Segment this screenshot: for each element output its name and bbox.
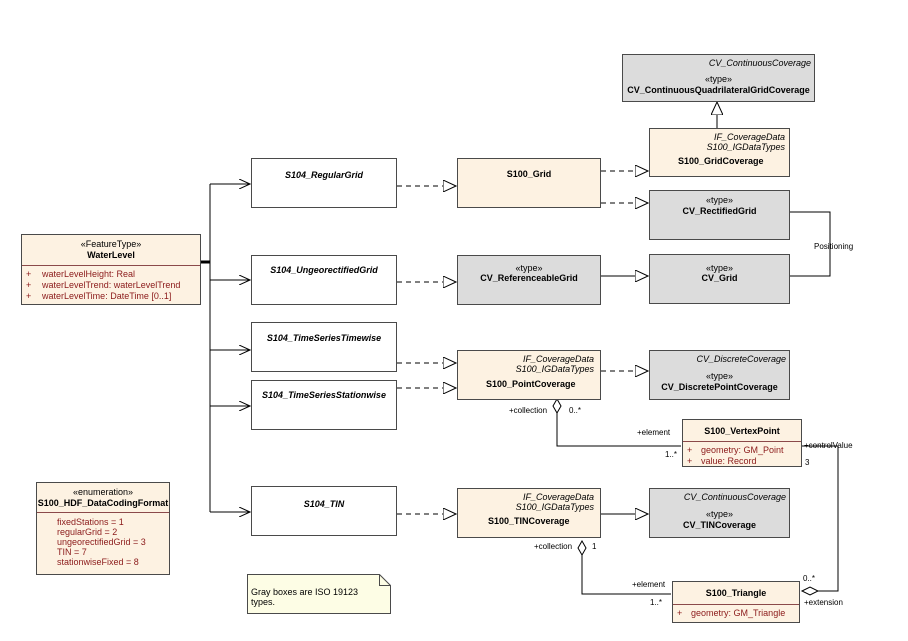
- s104-regular-grid[interactable]: S104_RegularGrid: [251, 158, 397, 208]
- enum-class[interactable]: «enumeration» S100_HDF_DataCodingFormat …: [36, 482, 170, 575]
- s100-point-coverage[interactable]: IF_CoverageData S100_IGDataTypes S100_Po…: [457, 350, 601, 400]
- grid-coverage-package: S100_IGDataTypes: [706, 142, 785, 152]
- s104-time-series-timewise[interactable]: S104_TimeSeriesTimewise: [251, 322, 397, 372]
- enum-value: TIN = 7: [57, 547, 87, 557]
- waterlevel-attr-height: waterLevelHeight: Real: [42, 269, 136, 279]
- waterlevel-class[interactable]: «FeatureType» WaterLevel + waterLevelHei…: [21, 234, 201, 305]
- s100-grid[interactable]: S100_Grid: [457, 158, 601, 208]
- vertex-attr-value: value: Record: [701, 456, 757, 466]
- point-coverage-name: S100_PointCoverage: [486, 379, 576, 389]
- point-coverage-parent: IF_CoverageData: [522, 354, 594, 364]
- enum-value: regularGrid = 2: [57, 527, 118, 537]
- cv-referenceable-grid[interactable]: «type» CV_ReferenceableGrid: [457, 255, 601, 305]
- waterlevel-plus-1: +: [26, 269, 32, 279]
- s100-triangle[interactable]: S100_Triangle + geometry: GM_Triangle: [672, 581, 800, 623]
- tin-coverage-package: S100_IGDataTypes: [515, 502, 594, 512]
- grid-coverage-name: S100_GridCoverage: [678, 156, 764, 166]
- s100-grid-name: S100_Grid: [506, 169, 552, 179]
- triangle-plus: +: [677, 608, 683, 618]
- vertex-name: S100_VertexPoint: [704, 426, 780, 436]
- s100-tin-coverage[interactable]: IF_CoverageData S100_IGDataTypes S100_TI…: [457, 488, 601, 538]
- note: Gray boxes are ISO 19123 types.: [247, 574, 391, 614]
- waterlevel-name: WaterLevel: [87, 250, 135, 260]
- cv-discrete-parent: CV_DiscreteCoverage: [696, 354, 786, 364]
- cv-discrete-name: CV_DiscretePointCoverage: [661, 382, 778, 392]
- cv-referenceable-grid-name: CV_ReferenceableGrid: [480, 273, 578, 283]
- grid-coverage-parent: IF_CoverageData: [713, 132, 785, 142]
- cv-discrete-point-coverage[interactable]: CV_DiscreteCoverage «type» CV_DiscretePo…: [649, 350, 790, 400]
- s104-ungeorectified-grid[interactable]: S104_UngeorectifiedGrid: [251, 255, 397, 305]
- cv-tin-parent: CV_ContinuousCoverage: [683, 492, 786, 502]
- triangle-attr-geometry: geometry: GM_Triangle: [691, 608, 786, 618]
- cv-rectified-grid-name: CV_RectifiedGrid: [682, 206, 757, 216]
- cv-tin-name: CV_TINCoverage: [682, 520, 757, 530]
- multiplicity-label: 1..*: [665, 450, 678, 459]
- vertex-attr-geometry: geometry: GM_Point: [701, 445, 784, 455]
- s104-time-series-stationwise[interactable]: S104_TimeSeriesStationwise: [251, 380, 397, 430]
- collection-label-2: +collection: [534, 542, 573, 551]
- note-shape: [247, 574, 391, 614]
- waterlevel-plus-2: +: [26, 280, 32, 290]
- enum-value: stationwiseFixed = 8: [57, 557, 139, 567]
- s104-tin-name: S104_TIN: [303, 499, 345, 509]
- vertex-plus-2: +: [687, 456, 693, 466]
- triangle-name: S100_Triangle: [705, 588, 767, 598]
- waterlevel-attr-trend: waterLevelTrend: waterLevelTrend: [42, 280, 181, 290]
- cv-quad-name: CV_ContinuousQuadrilateralGridCoverage: [627, 85, 810, 95]
- extension-label: +extension: [804, 598, 843, 607]
- collection-label-1: +collection: [509, 406, 548, 415]
- positioning-label: Positioning: [814, 242, 854, 251]
- tin-coverage-name: S100_TINCoverage: [488, 516, 570, 526]
- note-text: Gray boxes are ISO 19123 types.: [251, 587, 359, 607]
- s104-time-series-stationwise-name: S104_TimeSeriesStationwise: [262, 390, 386, 400]
- enum-name: S100_HDF_DataCodingFormat: [37, 498, 169, 508]
- enum-value: ungeorectifiedGrid = 3: [57, 537, 146, 547]
- vertex-plus-1: +: [687, 445, 693, 455]
- cv-tin-stereotype: «type»: [705, 509, 734, 519]
- s104-regular-grid-name: S104_RegularGrid: [284, 170, 364, 180]
- cv-grid[interactable]: «type» CV_Grid: [649, 254, 790, 304]
- cv-continuous-quadrilateral-grid-coverage[interactable]: CV_ContinuousCoverage «type» CV_Continuo…: [622, 54, 815, 102]
- cv-discrete-stereotype: «type»: [705, 371, 734, 381]
- s104-ungeorectified-grid-name: S104_UngeorectifiedGrid: [270, 265, 378, 275]
- s104-time-series-timewise-name: S104_TimeSeriesTimewise: [266, 333, 382, 343]
- multiplicity-label: 3: [805, 458, 810, 467]
- tin-coverage-parent: IF_CoverageData: [522, 492, 594, 502]
- cv-grid-name: CV_Grid: [701, 273, 738, 283]
- cv-grid-stereotype: «type»: [705, 263, 734, 273]
- cv-quad-parent: CV_ContinuousCoverage: [708, 58, 811, 68]
- multiplicity-label: 0..*: [569, 406, 582, 415]
- waterlevel-stereotype: «FeatureType»: [80, 239, 142, 249]
- waterlevel-plus-3: +: [26, 291, 32, 301]
- multiplicity-label: 0..*: [803, 574, 816, 583]
- s104-tin[interactable]: S104_TIN: [251, 486, 397, 536]
- control-value-label: +controlValue: [804, 441, 853, 450]
- waterlevel-attr-time: waterLevelTime: DateTime [0..1]: [42, 291, 172, 301]
- enum-value: fixedStations = 1: [57, 517, 124, 527]
- element-label-1: +element: [637, 428, 671, 437]
- enum-stereotype: «enumeration»: [72, 487, 134, 497]
- cv-quad-stereotype: «type»: [704, 74, 733, 84]
- s100-grid-coverage[interactable]: IF_CoverageData S100_IGDataTypes S100_Gr…: [649, 128, 790, 177]
- multiplicity-label: 1: [592, 542, 597, 551]
- cv-tin-coverage[interactable]: CV_ContinuousCoverage «type» CV_TINCover…: [649, 488, 790, 538]
- cv-referenceable-grid-stereotype: «type»: [515, 263, 543, 273]
- multiplicity-label: 1..*: [650, 598, 663, 607]
- point-coverage-package: S100_IGDataTypes: [515, 364, 594, 374]
- cv-rectified-grid-stereotype: «type»: [705, 195, 734, 205]
- element-label-2: +element: [632, 580, 666, 589]
- cv-rectified-grid[interactable]: «type» CV_RectifiedGrid: [649, 190, 790, 240]
- s100-vertex-point[interactable]: S100_VertexPoint + geometry: GM_Point + …: [682, 419, 802, 467]
